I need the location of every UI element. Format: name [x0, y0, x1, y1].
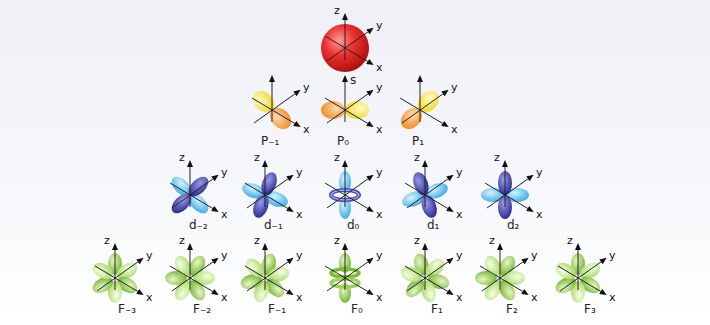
axes [325, 245, 372, 294]
axis-label: y [536, 167, 543, 179]
axis-label: z [494, 152, 500, 164]
orbital-label: F₀ [351, 303, 363, 316]
axis-label: x [536, 209, 543, 221]
axis-label: x [376, 292, 383, 304]
axis-label: y [609, 250, 616, 262]
axis-label: x [531, 292, 538, 304]
axis-label: y [376, 20, 383, 32]
axes [170, 245, 217, 294]
axes [558, 245, 605, 294]
axis-label: x [296, 292, 303, 304]
axes [245, 162, 292, 211]
axis-label: y [456, 167, 463, 179]
axis-label: y [376, 167, 383, 179]
axis-label: y [296, 167, 303, 179]
axis-label: z [414, 152, 420, 164]
axis-label: x [221, 292, 228, 304]
axis-label: y [296, 250, 303, 262]
axis-label: z [254, 152, 260, 164]
axes [95, 245, 142, 294]
axes [405, 162, 452, 211]
axis-label: x [451, 124, 458, 136]
axis-label: y [221, 167, 228, 179]
axis-label: y [456, 250, 463, 262]
orbital-label: F₋₁ [268, 303, 286, 316]
axis-label: x [146, 292, 153, 304]
axis-label: x [303, 124, 310, 136]
axes [252, 77, 299, 126]
axis-label: z [334, 235, 340, 247]
axes [405, 245, 452, 294]
axes [170, 162, 217, 211]
axis-label: z [489, 235, 495, 247]
axis-label: x [376, 124, 383, 136]
axes [400, 77, 447, 126]
orbital-label: d₂ [507, 219, 519, 232]
orbital-label: P₁ [412, 135, 424, 148]
axis-label: z [414, 235, 420, 247]
axes [480, 245, 527, 294]
orbital-label: P₋₁ [261, 135, 279, 148]
axes [325, 162, 372, 211]
f-orbital [156, 244, 225, 312]
orbital-label: d₋₂ [189, 219, 208, 232]
axis-label: y [146, 250, 153, 262]
axis-label: z [567, 235, 573, 247]
axis-label: y [303, 82, 310, 94]
orbital-label: d₁ [427, 219, 439, 232]
axis-label: y [451, 82, 458, 94]
axis-label: x [456, 209, 463, 221]
orbital-label: s [350, 74, 356, 87]
axes [325, 77, 372, 126]
axis-label: z [334, 5, 340, 17]
orbital-label: F₁ [431, 303, 443, 316]
axis-label: z [104, 235, 110, 247]
axis-label: x [296, 209, 303, 221]
orbital-label: d₋₁ [264, 219, 283, 232]
axes [485, 162, 532, 211]
axis-label: y [376, 250, 383, 262]
axis-label: z [179, 152, 185, 164]
axis-label: x [376, 209, 383, 221]
axis-label: z [179, 235, 185, 247]
orbital-label: d₀ [347, 219, 359, 232]
orbital-label: F₃ [584, 303, 596, 316]
f-orbital [466, 244, 535, 312]
orbital-label: F₂ [506, 303, 518, 316]
axis-label: x [609, 292, 616, 304]
axis-label: y [531, 250, 538, 262]
axes [325, 15, 372, 64]
axis-label: z [334, 152, 340, 164]
orbital-label: P₀ [337, 135, 349, 148]
axis-label: z [254, 235, 260, 247]
orbital-label: F₋₂ [193, 303, 211, 316]
axis-label: x [456, 292, 463, 304]
axis-label: y [221, 250, 228, 262]
axes [245, 245, 292, 294]
axis-label: x [376, 62, 383, 74]
axis-label: y [376, 82, 383, 94]
axis-label: x [221, 209, 228, 221]
orbital-label: F₋₃ [118, 303, 136, 316]
